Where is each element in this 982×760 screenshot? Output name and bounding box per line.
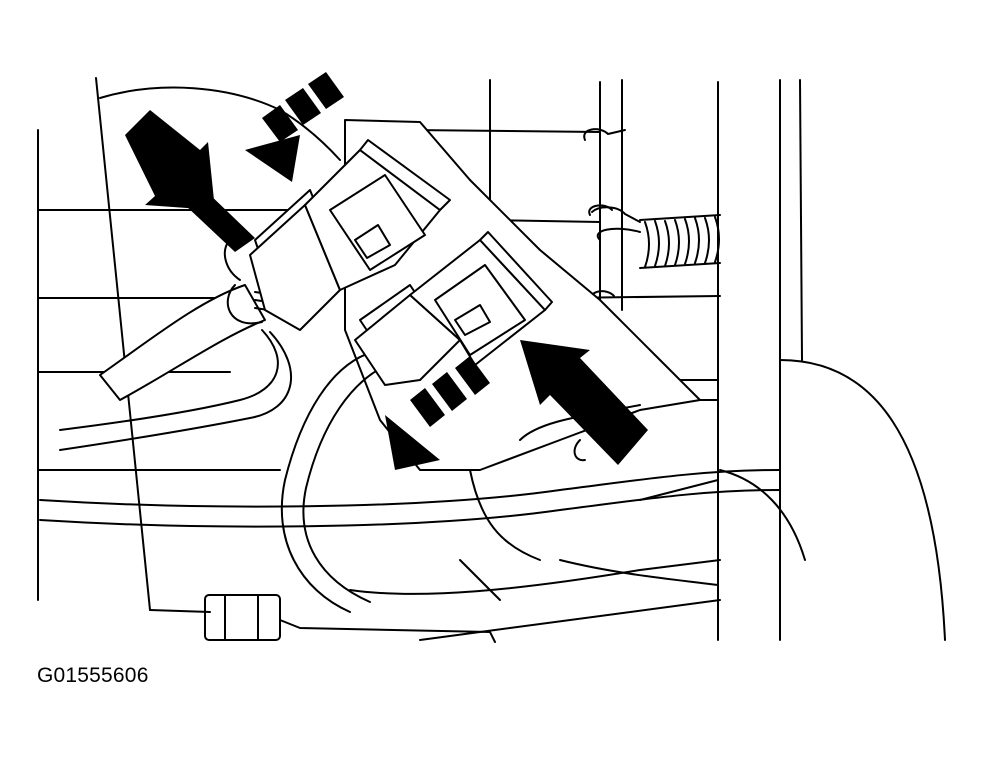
solid-arrow-lower xyxy=(520,340,648,465)
body-panel xyxy=(639,359,946,641)
solid-arrow-upper xyxy=(125,110,255,252)
upper-connector xyxy=(249,139,451,331)
dashed-arrow-lower xyxy=(385,356,490,470)
mounting-bolt xyxy=(204,594,496,643)
wire-clips xyxy=(583,128,626,303)
figure-id-label: G01555606 xyxy=(37,664,149,687)
wiring-harness xyxy=(39,86,781,641)
body-details xyxy=(149,559,719,613)
coil-spring xyxy=(591,206,721,269)
lower-connector xyxy=(354,231,553,386)
dashed-arrow-upper xyxy=(245,72,344,182)
vehicle-frame xyxy=(37,77,803,641)
